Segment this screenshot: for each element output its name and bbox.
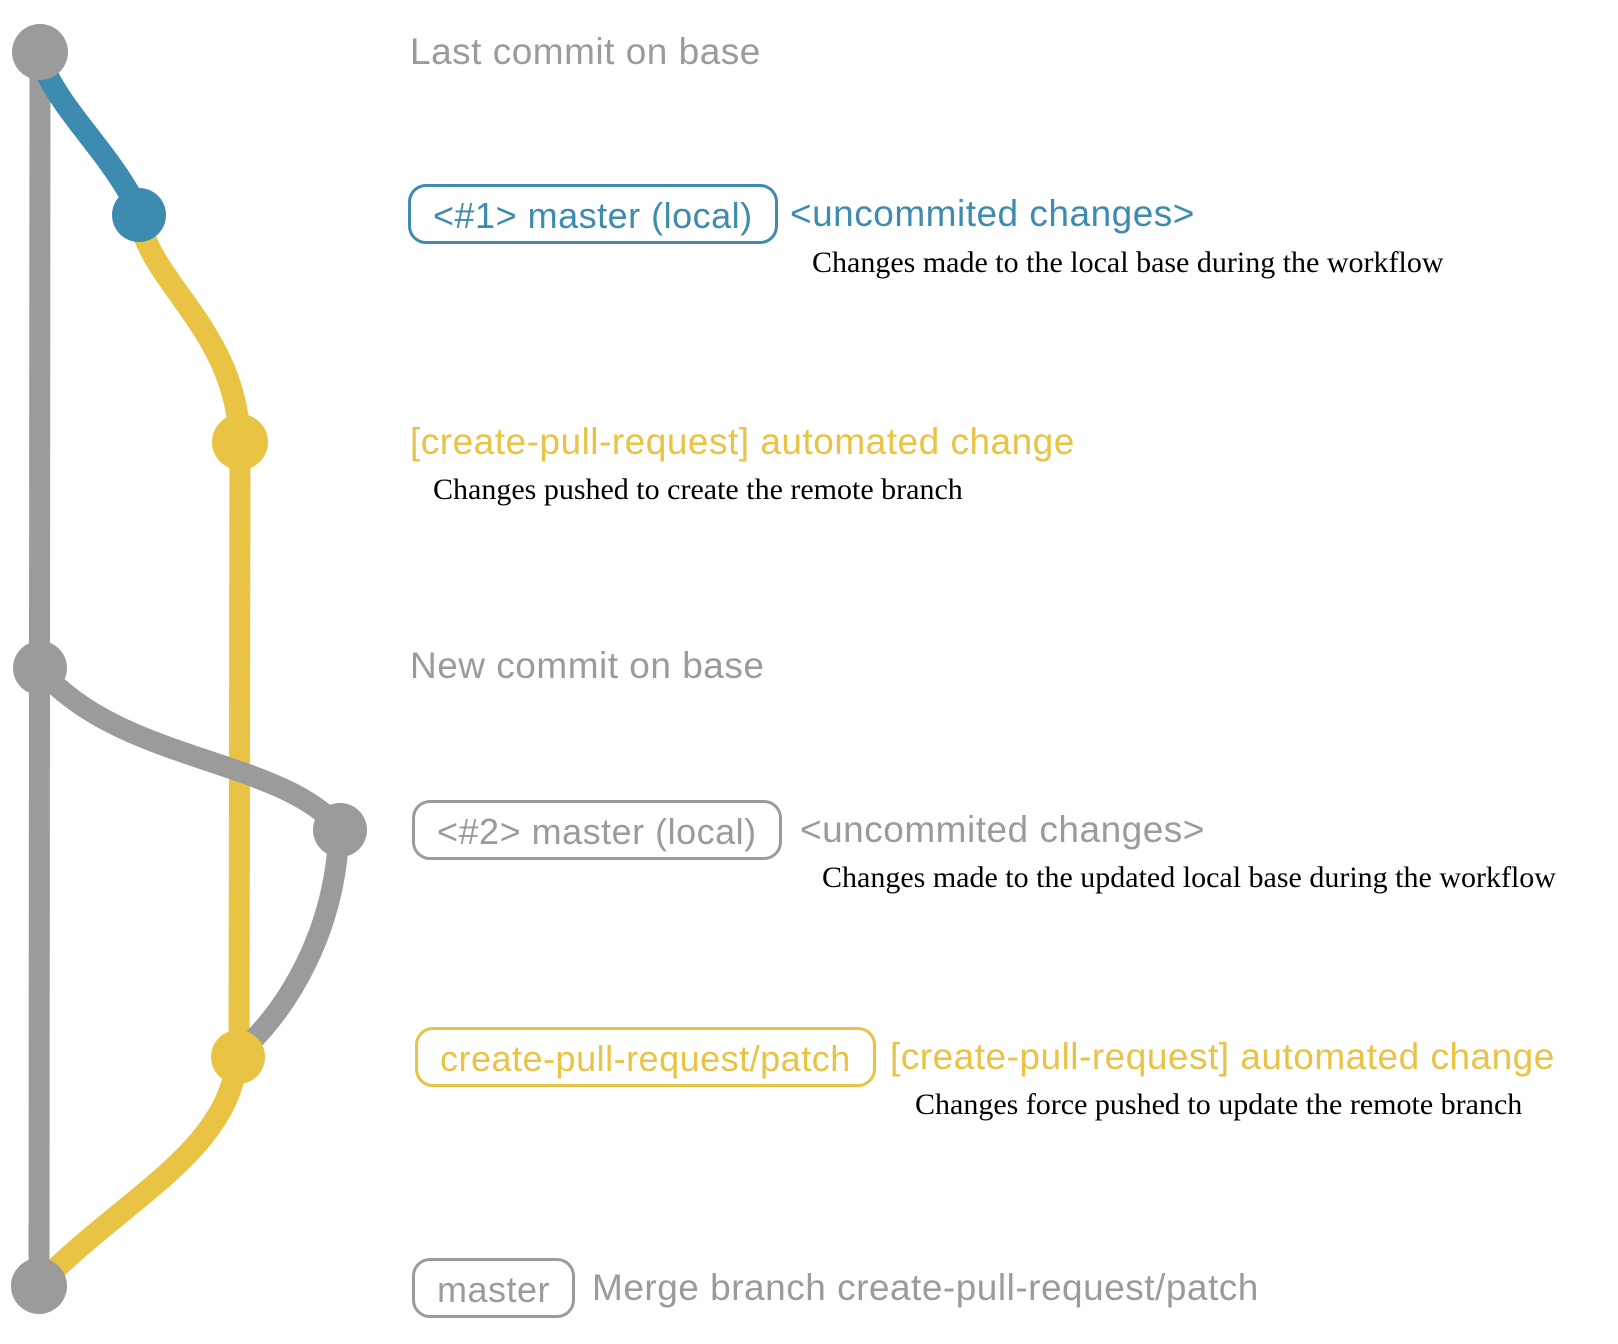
commit-node-local-2 bbox=[313, 803, 367, 857]
label-new-commit-on-base: New commit on base bbox=[410, 645, 765, 686]
annotation-automated-change-2: [create-pull-request] automated change bbox=[890, 1036, 1555, 1077]
git-graph bbox=[11, 24, 367, 1314]
description-push-1: Changes pushed to create the remote bran… bbox=[433, 473, 963, 506]
commit-node-push-1 bbox=[212, 414, 268, 470]
branch-tag-master: master bbox=[412, 1258, 576, 1318]
commit-node-merge bbox=[11, 1258, 67, 1314]
commit-node-local-1 bbox=[112, 188, 166, 242]
branch-tag-master-local-2: <#2> master (local) bbox=[412, 800, 782, 860]
branch-tag-master-local-1: <#1> master (local) bbox=[408, 184, 778, 244]
branch-tag-master-text: master bbox=[412, 1258, 576, 1318]
annotation-uncommited-changes-2: <uncommited changes> bbox=[800, 809, 1205, 850]
force-push-edge bbox=[234, 821, 350, 1059]
label-last-commit-on-base: Last commit on base bbox=[410, 31, 761, 72]
remote-branch-line bbox=[228, 441, 251, 1058]
branch-tag-create-pull-request-patch: create-pull-request/patch bbox=[415, 1027, 876, 1087]
branch-tag-master-local-2-text: <#2> master (local) bbox=[412, 800, 782, 860]
annotation-uncommited-changes-1: <uncommited changes> bbox=[790, 193, 1195, 234]
commit-node-push-2 bbox=[211, 1030, 265, 1084]
local-commit1-edge bbox=[29, 47, 144, 211]
local-commit2-edge bbox=[30, 659, 350, 839]
annotation-automated-change-1: [create-pull-request] automated change bbox=[410, 421, 1075, 462]
remote-branch-merge-edge bbox=[33, 1047, 248, 1291]
commit-node-last-base bbox=[12, 24, 68, 80]
remote-branch-edge-up bbox=[132, 222, 250, 439]
commit-node-new-base bbox=[13, 641, 67, 695]
description-push-2: Changes force pushed to update the remot… bbox=[915, 1088, 1523, 1121]
branch-tag-create-pull-request-patch-text: create-pull-request/patch bbox=[415, 1027, 876, 1087]
description-commit-2: Changes made to the updated local base d… bbox=[822, 861, 1556, 894]
annotation-merge-branch: Merge branch create-pull-request/patch bbox=[592, 1267, 1259, 1308]
branch-tag-master-local-1-text: <#1> master (local) bbox=[408, 184, 778, 244]
description-commit-1: Changes made to the local base during th… bbox=[812, 246, 1444, 279]
